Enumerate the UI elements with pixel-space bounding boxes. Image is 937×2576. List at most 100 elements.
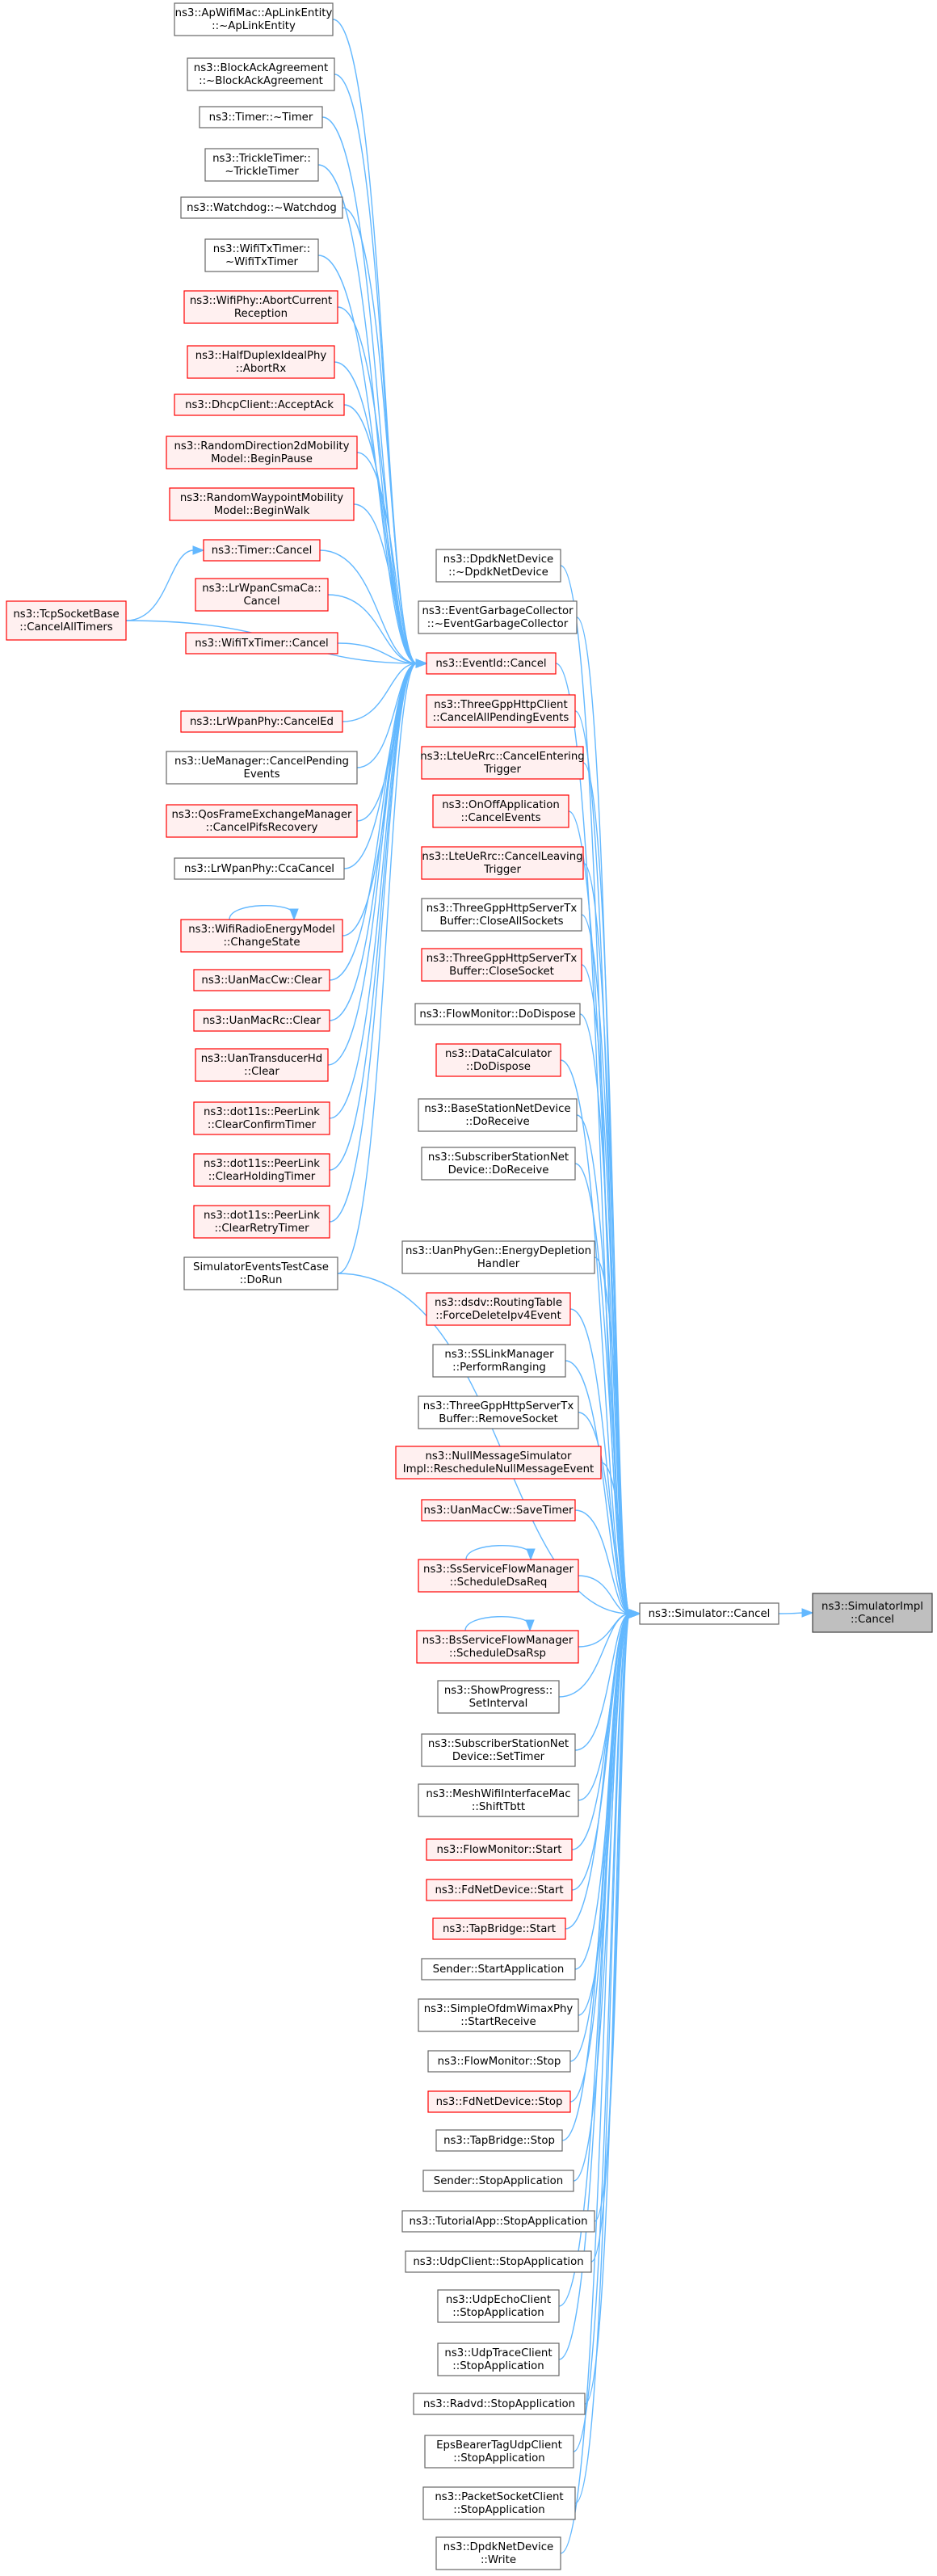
node-lrwpancsma[interactable]: ns3::LrWpanCsmaCa::Cancel <box>195 578 329 612</box>
node-label: ns3::WifiPhy::AbortCurrent <box>190 295 332 307</box>
edge-line <box>560 1059 631 1614</box>
node-label: ns3::LrWpanPhy::CancelEd <box>190 716 334 728</box>
node-box <box>183 1256 338 1290</box>
node-label: Reception <box>234 308 288 320</box>
node-flowmon-dispose[interactable]: ns3::FlowMonitor::DoDispose <box>414 1003 581 1025</box>
node-uanmacrc-clear[interactable]: ns3::UanMacRc::Clear <box>193 1009 330 1032</box>
node-lrwpanphy-cca[interactable]: ns3::LrWpanPhy::CcaCancel <box>174 857 345 880</box>
node-box <box>422 2170 574 2192</box>
node-label: Device::SetTimer <box>452 1751 545 1763</box>
node-udpclient[interactable]: ns3::UdpClient::StopApplication <box>405 2250 592 2273</box>
node-qosframe[interactable]: ns3::QosFrameExchangeManager::CancelPifs… <box>166 804 358 838</box>
node-simpleofdm[interactable]: ns3::SimpleOfdmWimaxPhy::StartReceive <box>418 1998 579 2032</box>
node-threegpp-client[interactable]: ns3::ThreeGppHttpClient::CancelAllPendin… <box>426 694 576 728</box>
node-randomdir[interactable]: ns3::RandomDirection2dMobilityModel::Beg… <box>166 436 358 469</box>
node-peerlink-retry[interactable]: ns3::dot11s::PeerLink::ClearRetryTimer <box>193 1205 330 1239</box>
node-wifitxtimer-cancel[interactable]: ns3::WifiTxTimer::Cancel <box>185 632 338 655</box>
node-packetsocket[interactable]: ns3::PacketSocketClient::StopApplication <box>422 2486 576 2520</box>
node-label: ns3::UanPhyGen::EnergyDepletion <box>405 1245 591 1257</box>
node-label: ns3::BaseStationNetDevice <box>424 1103 570 1115</box>
node-dpdk-write[interactable]: ns3::DpdkNetDevice::Write <box>435 2536 561 2570</box>
node-wifitxtimer-dtor[interactable]: ns3::WifiTxTimer::~WifiTxTimer <box>204 238 319 272</box>
node-blockack[interactable]: ns3::BlockAckAgreement::~BlockAckAgreeme… <box>187 57 335 91</box>
node-trickle[interactable]: ns3::TrickleTimer::~TrickleTimer <box>204 148 319 182</box>
node-threegpp-closeall[interactable]: ns3::ThreeGppHttpServerTxBuffer::CloseAl… <box>421 898 582 932</box>
node-tutorialapp[interactable]: ns3::TutorialApp::StopApplication <box>401 2210 595 2233</box>
node-label: ns3::DhcpClient::AcceptAck <box>185 399 334 411</box>
node-sslink[interactable]: ns3::SSLinkManager::PerformRanging <box>432 1344 566 1378</box>
node-eventid-cancel[interactable]: ns3::EventId::Cancel <box>426 652 557 675</box>
node-threegpp-close[interactable]: ns3::ThreeGppHttpServerTxBuffer::CloseSo… <box>421 948 582 982</box>
node-sender-stop[interactable]: Sender::StopApplication <box>422 2170 574 2192</box>
node-tapbridge-stop[interactable]: ns3::TapBridge::Stop <box>435 2129 563 2152</box>
node-subscriber-timer[interactable]: ns3::SubscriberStationNetDevice::SetTime… <box>421 1733 576 1767</box>
edge-line <box>579 1013 631 1614</box>
node-wifiradio[interactable]: ns3::WifiRadioEnergyModel::ChangeState <box>180 919 343 953</box>
node-radvd[interactable]: ns3::Radvd::StopApplication <box>413 2393 586 2415</box>
node-flowmon-stop[interactable]: ns3::FlowMonitor::Stop <box>427 2050 571 2073</box>
node-peerlink-confirm[interactable]: ns3::dot11s::PeerLink::ClearConfirmTimer <box>193 1101 330 1135</box>
node-label: ns3::WifiRadioEnergyModel <box>188 924 335 936</box>
edge-line <box>574 1163 631 1614</box>
node-box <box>405 2250 592 2273</box>
node-ssservice[interactable]: ns3::SsServiceFlowManager::ScheduleDsaRe… <box>418 1559 579 1593</box>
node-halfduplex[interactable]: ns3::HalfDuplexIdealPhy::AbortRx <box>187 345 335 379</box>
node-basestation[interactable]: ns3::BaseStationNetDevice::DoReceive <box>418 1098 578 1132</box>
node-label: ns3::SimulatorImpl <box>821 1601 923 1613</box>
node-watchdog[interactable]: ns3::Watchdog::~Watchdog <box>180 196 343 219</box>
edge-line <box>329 663 418 1119</box>
node-datacalc[interactable]: ns3::DataCalculator::DoDispose <box>435 1043 561 1077</box>
node-subscriber-recv[interactable]: ns3::SubscriberStationNetDevice::DoRecei… <box>421 1147 576 1181</box>
node-epsbearer[interactable]: EpsBearerTagUdpClient::StopApplication <box>424 2435 574 2469</box>
node-flowmon-start[interactable]: ns3::FlowMonitor::Start <box>426 1838 573 1861</box>
edge-line <box>329 663 418 1171</box>
node-nullmsg[interactable]: ns3::NullMessageSimulatorImpl::Reschedul… <box>395 1446 602 1480</box>
node-timer-cancel[interactable]: ns3::Timer::Cancel <box>203 539 321 562</box>
node-box <box>193 969 330 991</box>
node-tapbridge-start[interactable]: ns3::TapBridge::Start <box>432 1917 566 1940</box>
node-peerlink-holding[interactable]: ns3::dot11s::PeerLink::ClearHoldingTimer <box>193 1153 330 1187</box>
node-simevents[interactable]: SimulatorEventsTestCase::DoRun <box>183 1256 338 1290</box>
edge-line <box>342 663 418 722</box>
node-onoff[interactable]: ns3::OnOffApplication::CancelEvents <box>432 794 569 828</box>
node-fdnet-start[interactable]: ns3::FdNetDevice::Start <box>426 1879 573 1901</box>
node-uantransducer[interactable]: ns3::UanTransducerHd::Clear <box>195 1048 329 1082</box>
node-apwifimac[interactable]: ns3::ApWifiMac::ApLinkEntity::~ApLinkEnt… <box>174 2 334 36</box>
node-udpecho[interactable]: ns3::UdpEchoClient::StopApplication <box>437 2289 560 2323</box>
node-label: ns3::WifiTxTimer:: <box>213 243 310 255</box>
node-showprogress[interactable]: ns3::ShowProgress::SetInterval <box>437 1680 560 1714</box>
node-sender-start[interactable]: Sender::StartApplication <box>421 1958 576 1980</box>
node-label: ns3::OnOffApplication <box>442 799 560 811</box>
node-dpdk-dtor[interactable]: ns3::DpdkNetDevice::~DpdkNetDevice <box>435 549 561 583</box>
node-threegpp-remove[interactable]: ns3::ThreeGppHttpServerTxBuffer::RemoveS… <box>418 1395 579 1429</box>
node-label: ns3::RandomWaypointMobility <box>180 492 343 504</box>
node-dhcp[interactable]: ns3::DhcpClient::AcceptAck <box>174 394 345 416</box>
node-simulatorimpl-cancel[interactable]: ns3::SimulatorImpl::Cancel <box>812 1593 933 1633</box>
node-box <box>166 804 358 838</box>
node-meshwifi[interactable]: ns3::MeshWifiInterfaceMac::ShiftTbtt <box>418 1783 579 1817</box>
node-timer-dtor[interactable]: ns3::Timer::~Timer <box>199 106 323 128</box>
node-dsdv[interactable]: ns3::dsdv::RoutingTable::ForceDeleteIpv4… <box>426 1292 571 1326</box>
node-fdnet-stop[interactable]: ns3::FdNetDevice::Stop <box>427 2090 571 2113</box>
edge-line <box>558 1613 631 1698</box>
node-bsservice[interactable]: ns3::BsServiceFlowManager::ScheduleDsaRs… <box>416 1630 579 1664</box>
node-udptrace[interactable]: ns3::UdpTraceClient::StopApplication <box>437 2342 560 2376</box>
node-label: ~TrickleTimer <box>225 166 299 178</box>
edge-line <box>464 1615 531 1631</box>
node-uanmaccw-save[interactable]: ns3::UanMacCw::SaveTimer <box>421 1499 576 1522</box>
node-simulator-cancel[interactable]: ns3::Simulator::Cancel <box>639 1602 779 1625</box>
node-randomway[interactable]: ns3::RandomWaypointMobilityModel::BeginW… <box>169 487 355 521</box>
edge-sender-stop-to-simulator-cancel <box>573 1609 641 2182</box>
node-tcpsocket[interactable]: ns3::TcpSocketBase::CancelAllTimers <box>6 600 127 641</box>
node-label: ~WifiTxTimer <box>225 256 299 268</box>
node-eventgc[interactable]: ns3::EventGarbageCollector::~EventGarbag… <box>418 600 578 634</box>
node-box <box>437 1680 560 1714</box>
node-label: ::Clear <box>244 1066 279 1078</box>
node-lrwpanphy-ed[interactable]: ns3::LrWpanPhy::CancelEd <box>180 710 343 733</box>
node-uanmaccw-clear[interactable]: ns3::UanMacCw::Clear <box>193 969 330 991</box>
